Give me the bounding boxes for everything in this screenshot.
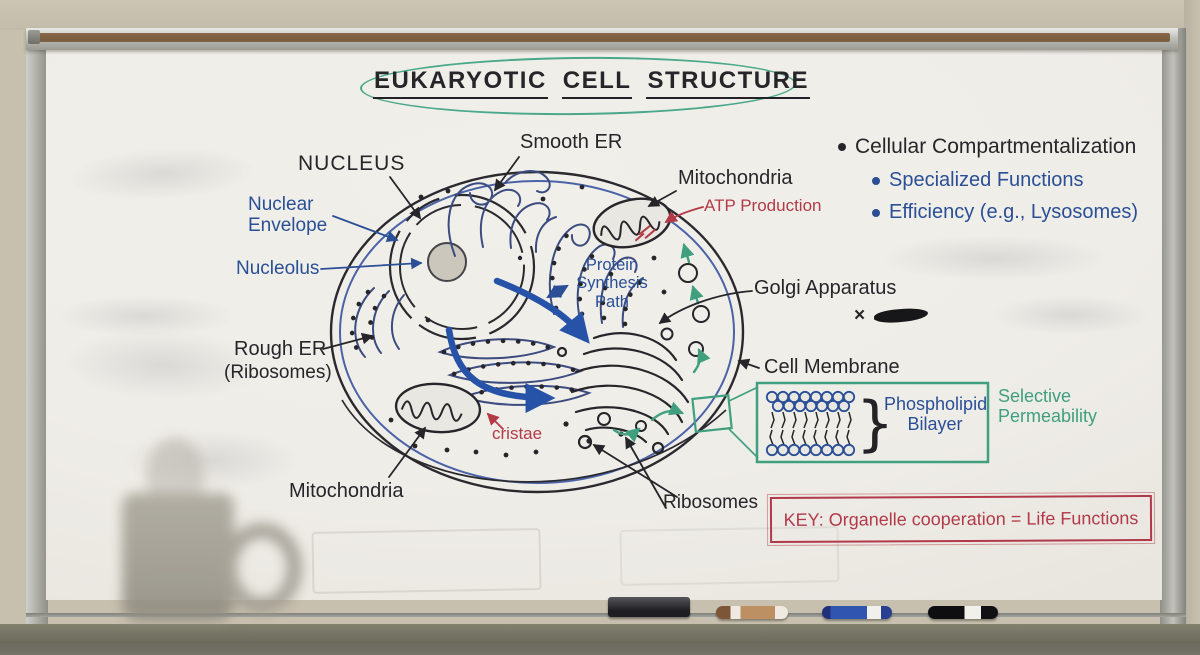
title-word: CELL [561, 67, 633, 99]
label-smooth-er: Smooth ER [520, 131, 623, 153]
frame-top-rail [26, 28, 1178, 50]
secretion-arrows [612, 242, 711, 443]
key-text: KEY: Organelle cooperation = Life Functi… [783, 507, 1139, 530]
note-text: Efficiency (e.g., Lysosomes) [889, 201, 1138, 223]
label-arrows [320, 156, 760, 509]
psp-line: Synthesis [576, 274, 648, 293]
selective-line: Permeability [998, 406, 1098, 427]
title-word: STRUCTURE [646, 67, 810, 99]
wall-right [1184, 0, 1200, 655]
smooth-er-drawing [447, 170, 557, 257]
marker-tray [26, 596, 1186, 626]
phospholipid-box [755, 381, 990, 464]
note-cellular-compartmentalization: Cellular Compartmentalization [838, 135, 1136, 159]
atp-marks [634, 224, 656, 242]
label-rough-er-sub: (Ribosomes) [224, 362, 332, 383]
note-text: Cellular Compartmentalization [855, 135, 1137, 158]
note-text: Specialized Functions [889, 169, 1084, 191]
tray-groove [26, 613, 1186, 617]
phospholipid-line: Bilayer [907, 414, 963, 435]
page-title: EUKARYOTIC CELL STRUCTURE [366, 67, 810, 99]
title-word: EUKARYOTIC [373, 67, 548, 99]
phospholipid-bilayer-drawing: } [765, 389, 894, 459]
label-protein-synthesis-path: Protein Synthesis Path [560, 256, 664, 311]
free-ribosome-dots [388, 184, 667, 458]
psp-line: Path [595, 292, 629, 311]
label-rough-er: Rough ER [234, 338, 327, 360]
map-rail-strip [34, 33, 1170, 42]
crossed-out-mark: × [854, 305, 866, 326]
label-selective-permeability: Selective Permeability [998, 386, 1118, 426]
mitochondrion-top-drawing [592, 197, 672, 249]
blue-marker [822, 606, 892, 619]
black-marker [928, 606, 998, 619]
note-specialized-functions: Specialized Functions [872, 169, 1084, 192]
bullet-icon [872, 208, 880, 217]
whiteboard-eraser [608, 597, 690, 617]
mug-handle [222, 523, 302, 613]
label-golgi-apparatus: Golgi Apparatus [754, 277, 897, 299]
nucleus-drawing [388, 193, 536, 341]
corner-bracket [28, 30, 40, 44]
rough-er-left-drawing [349, 287, 405, 359]
key-box: KEY: Organelle cooperation = Life Functi… [766, 491, 1156, 547]
label-mitochondria-top: Mitochondria [678, 167, 793, 189]
wall-below-tray [0, 624, 1200, 655]
erased-mark [120, 430, 300, 490]
frame-right [1160, 28, 1186, 634]
label-ribosomes: Ribosomes [663, 492, 759, 513]
vesicles-drawing [597, 263, 710, 432]
label-nuclear-envelope: Nuclear Envelope [248, 194, 328, 237]
mug-body [122, 493, 234, 621]
frame-left [26, 28, 48, 634]
membrane-inset-callout [691, 381, 990, 464]
label-phospholipid-bilayer: Phospholipid Bilayer [884, 394, 988, 435]
wall-top [0, 0, 1200, 30]
selective-line: Selective [998, 386, 1072, 406]
label-cristae: cristae [492, 424, 543, 443]
mitochondrion-bottom-drawing [394, 382, 482, 434]
erased-mark [880, 235, 1110, 281]
rough-er-right-drawing [548, 223, 646, 328]
protein-path-arrows [445, 277, 590, 413]
label-mitochondria-bottom: Mitochondria [289, 480, 404, 502]
bullet-icon [838, 143, 846, 151]
bullet-icon [872, 176, 880, 185]
bilayer-brace: } [856, 389, 894, 459]
coffee-mug-foreground [94, 437, 302, 655]
note-efficiency: Efficiency (e.g., Lysosomes) [872, 201, 1138, 224]
erased-mark [990, 295, 1150, 335]
label-cell-membrane: Cell Membrane [764, 356, 900, 378]
brown-marker [716, 606, 788, 619]
label-nucleus: NUCLEUS [298, 152, 406, 175]
nucleolus-drawing [427, 242, 467, 282]
label-nucleolus: Nucleolus [236, 258, 320, 279]
label-atp-production: ATP Production [704, 196, 822, 215]
psp-line: Protein [585, 256, 639, 274]
phospholipid-line: Phospholipid [884, 394, 988, 414]
erased-mark [55, 295, 235, 337]
